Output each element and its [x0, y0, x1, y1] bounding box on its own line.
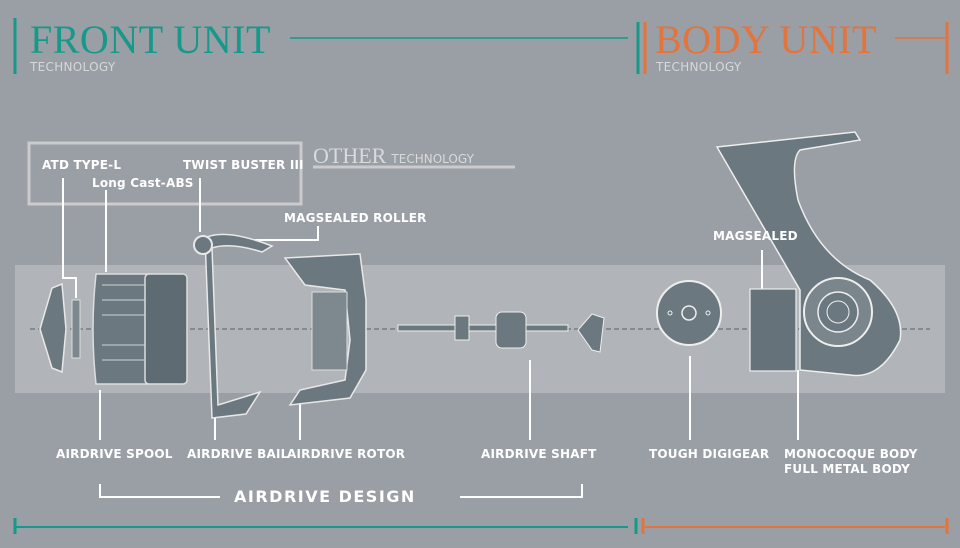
- rotor-inner: [311, 291, 348, 371]
- label-airdrive-shaft: AIRDRIVE SHAFT: [481, 447, 597, 461]
- body-unit-subtitle: TECHNOLOGY: [656, 60, 742, 74]
- label-airdrive-rotor: AIRDRIVE ROTOR: [287, 447, 406, 461]
- spool-skirt: [144, 273, 188, 385]
- main-shaft: [397, 324, 569, 332]
- body-cover: [749, 288, 797, 372]
- other-technology-heading: OTHER TECHNOLOGY: [313, 143, 474, 169]
- body-unit-title: BODY UNIT: [655, 17, 877, 62]
- label-twist-buster: TWIST BUSTER III: [183, 158, 304, 172]
- pinion-gear: [495, 311, 527, 349]
- front-unit-title: FRONT UNIT: [30, 17, 271, 62]
- other-technology-box: [27, 141, 303, 206]
- front-unit-subtitle: TECHNOLOGY: [30, 60, 116, 74]
- other-title: OTHER: [313, 143, 387, 168]
- line-roller: [193, 235, 213, 255]
- shaft-collar: [454, 315, 470, 341]
- atd-washer: [71, 299, 81, 359]
- label-full-metal-body: FULL METAL BODY: [784, 462, 911, 476]
- bail: [204, 233, 274, 419]
- label-atd-type-l: ATD TYPE-L: [42, 158, 122, 172]
- airdrive-design-label: AIRDRIVE DESIGN: [234, 487, 416, 506]
- label-magsealed-roller: MAGSEALED ROLLER: [284, 211, 427, 225]
- shaft-end: [577, 313, 605, 353]
- spool: [92, 273, 151, 385]
- drag-knob: [39, 282, 67, 374]
- label-magsealed: MAGSEALED: [713, 229, 798, 243]
- label-airdrive-spool: AIRDRIVE SPOOL: [56, 447, 173, 461]
- label-monocoque-body: MONOCOQUE BODY: [784, 447, 918, 461]
- label-tough-digigear: TOUGH DIGIGEAR: [649, 447, 770, 461]
- label-long-cast-abs: Long Cast-ABS: [92, 176, 194, 190]
- label-airdrive-bail: AIRDRIVE BAIL: [187, 447, 289, 461]
- digigear: [656, 280, 722, 346]
- other-subtitle: TECHNOLOGY: [391, 152, 474, 166]
